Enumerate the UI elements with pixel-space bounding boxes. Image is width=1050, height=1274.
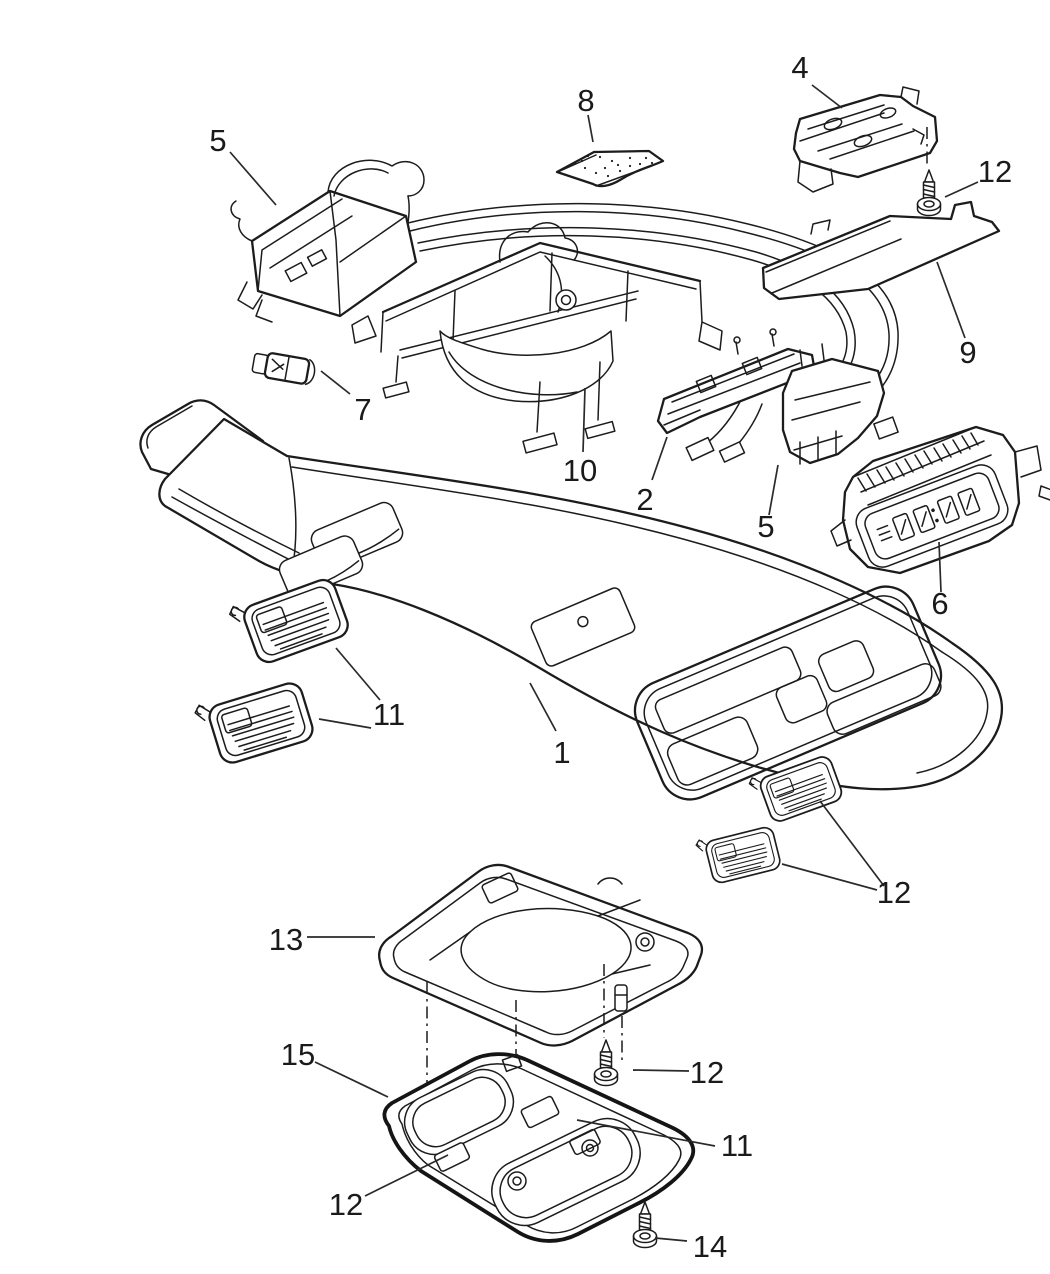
faceplate-lamp-opening-right	[491, 1117, 641, 1227]
callout-7: 7	[354, 392, 371, 427]
callout-1: 1	[553, 735, 570, 770]
callout-8: 8	[577, 83, 594, 118]
leader-lines	[229, 84, 979, 1242]
console-mount-pad	[530, 587, 636, 667]
part-10-frame-drawing	[351, 222, 723, 454]
part-12-lens-lower	[694, 821, 783, 888]
mounting-stud	[614, 984, 628, 1012]
callout-5-right: 5	[757, 509, 774, 544]
part-5-right-bracket-drawing	[781, 343, 899, 465]
console-switch-opening	[633, 585, 943, 801]
faceplate-switch-cutout-2	[433, 1142, 471, 1172]
faceplate-switch-cutout-1	[520, 1095, 560, 1129]
callout-12-top: 12	[978, 154, 1012, 189]
callout-11-left: 11	[373, 697, 405, 732]
part-7-bulb-drawing	[251, 352, 316, 386]
part-6-display-unit-drawing	[830, 425, 1050, 575]
part-15-faceplate-drawing	[382, 1052, 696, 1243]
part-9-cover-drawing	[761, 200, 1001, 301]
callout-9: 9	[959, 335, 976, 370]
callout-10: 10	[563, 453, 597, 488]
faceplate-lamp-opening-left	[403, 1068, 515, 1156]
callout-12-right: 12	[877, 875, 911, 910]
callout-12-mid: 12	[690, 1055, 724, 1090]
callout-4: 4	[791, 50, 808, 85]
callout-13: 13	[269, 922, 303, 957]
callout-14: 14	[693, 1229, 727, 1264]
faceplate-switch-cutout-3	[569, 1128, 601, 1156]
callout-15: 15	[281, 1037, 315, 1072]
callout-5-left: 5	[209, 123, 226, 158]
part-8-pad-drawing	[555, 149, 665, 188]
callout-6: 6	[931, 586, 948, 621]
callout-2: 2	[636, 482, 653, 517]
callout-12-bottom: 12	[329, 1187, 363, 1222]
part-5-left-bracket-drawing	[230, 159, 425, 323]
callout-11-bottom: 11	[721, 1128, 753, 1163]
part-12-screw-mid	[593, 1039, 619, 1087]
part-11-lens-lower	[192, 674, 317, 771]
part-14-screw-bottom	[632, 1201, 658, 1249]
pad-stipple	[573, 154, 654, 178]
callout-labels: 4 8 12 5 9 7 10 2 5 6 1 11 12 13 15 12 1…	[209, 50, 1012, 1264]
faceplate-clip-tab	[501, 1053, 523, 1073]
part-12-screw-top	[916, 169, 942, 217]
display-window	[855, 464, 1009, 568]
part-4-bracket-drawing	[792, 86, 939, 193]
part-1-console-housing-drawing	[139, 399, 1004, 801]
